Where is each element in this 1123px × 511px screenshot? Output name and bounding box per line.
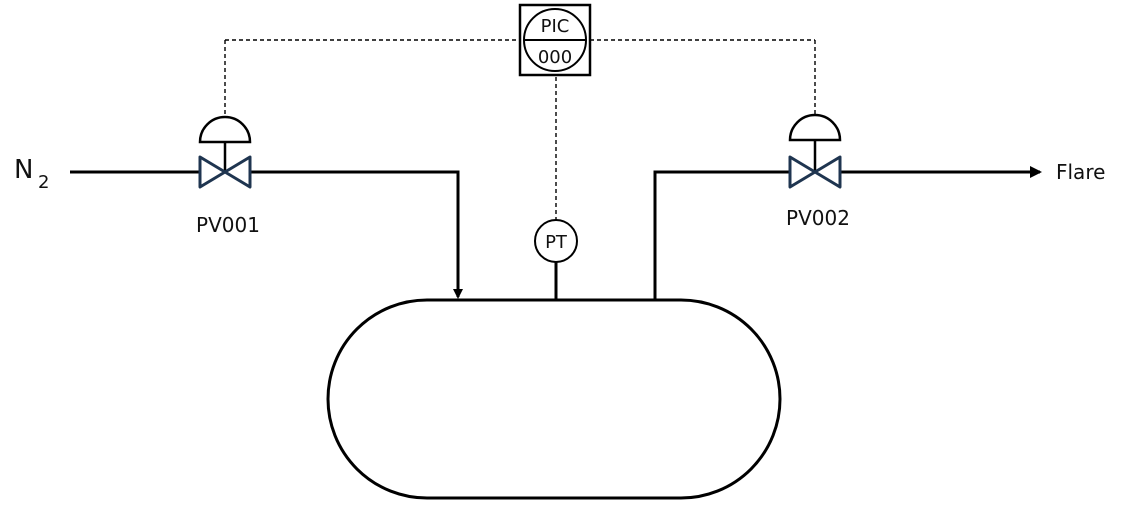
outlet-pipe-from-vessel <box>653 170 790 300</box>
valve-actuator-icon <box>788 113 842 142</box>
controller-loop-number: 000 <box>538 47 572 68</box>
control-valve-pv001[interactable] <box>198 115 252 189</box>
transmitter-label: PT <box>545 232 568 253</box>
valve-actuator-icon <box>198 115 252 144</box>
process-lines <box>70 166 1042 300</box>
gate-valve-icon <box>198 155 252 189</box>
control-valve-pv002[interactable] <box>788 113 842 189</box>
pressure-transmitter[interactable]: PT <box>534 219 578 263</box>
transmitter-bubble <box>534 219 578 263</box>
inlet-fluid-label: N <box>14 155 33 185</box>
controller-function-label: PIC <box>541 16 570 37</box>
horizontal-vessel <box>326 298 782 500</box>
signal-lines <box>224 39 816 220</box>
valve-tag-pv001: PV001 <box>196 213 260 237</box>
inlet-fluid-subscript: 2 <box>38 172 49 193</box>
pressure-indicating-controller[interactable]: PIC 000 <box>518 3 592 77</box>
gate-valve-icon <box>788 155 842 189</box>
valve-tag-pv002: PV002 <box>786 206 850 230</box>
inlet-pipe-to-vessel <box>250 170 463 299</box>
outlet-label: Flare <box>1056 160 1105 184</box>
inlet-label: N 2 <box>14 155 49 193</box>
